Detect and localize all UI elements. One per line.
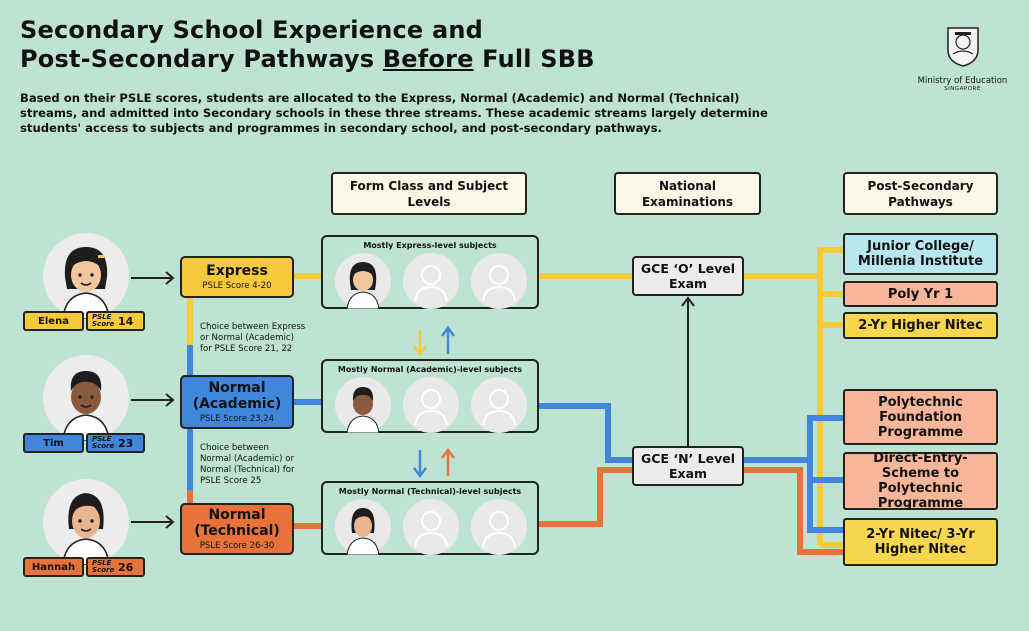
student-name-tag: Elena bbox=[23, 311, 84, 331]
stream-name: Express bbox=[206, 263, 268, 279]
class-box-caption: Mostly Express-level subjects bbox=[363, 241, 497, 250]
score-value: 26 bbox=[118, 560, 134, 574]
score-label: PSLE Score bbox=[92, 435, 115, 450]
class-box-caption: Mostly Normal (Technical)-level subjects bbox=[338, 487, 522, 496]
girl-icon bbox=[62, 247, 110, 320]
stream-name: Normal (Technical) bbox=[194, 507, 280, 539]
exam-o-level: GCE ‘O’ Level Exam bbox=[632, 256, 744, 296]
title-underlined-word: Before bbox=[382, 45, 474, 73]
student-seat bbox=[335, 377, 391, 434]
pathway-nitec: 2-Yr Nitec/ 3-Yr Higher Nitec bbox=[843, 518, 998, 566]
class-box-normal-technical: Mostly Normal (Technical)-level subjects bbox=[321, 481, 539, 556]
class-box-caption: Mostly Normal (Academic)-level subjects bbox=[337, 365, 523, 374]
moe-name: Ministry of Education bbox=[917, 76, 1008, 86]
student-seat bbox=[335, 253, 391, 310]
student-avatar-hannah bbox=[43, 479, 129, 566]
stream-score-range: PSLE Score 4-20 bbox=[202, 281, 272, 291]
student-avatar-elena bbox=[43, 233, 129, 320]
moe-logo: Ministry of Education SINGAPORE bbox=[915, 24, 1010, 93]
score-label: PSLE Score bbox=[92, 313, 115, 328]
student-name-tag: Hannah bbox=[23, 557, 84, 577]
score-value: 23 bbox=[118, 436, 134, 450]
header-form-class: Form Class and Subject Levels bbox=[331, 172, 527, 215]
student-name-tag: Tim bbox=[23, 433, 84, 453]
title-line-2-end: Full SBB bbox=[473, 45, 595, 73]
girl-icon bbox=[346, 262, 380, 310]
header-national-exams: National Examinations bbox=[614, 172, 761, 215]
empty-seat-icon bbox=[403, 253, 459, 309]
empty-seat-icon bbox=[471, 499, 527, 555]
student-avatar-tim bbox=[43, 355, 129, 442]
student-score-tag: PSLE Score 14 bbox=[86, 311, 145, 331]
empty-seat-icon bbox=[403, 499, 459, 555]
student-score-tag: PSLE Score 26 bbox=[86, 557, 145, 577]
crest-icon bbox=[946, 27, 979, 67]
class-box-normal-academic: Mostly Normal (Academic)-level subjects bbox=[321, 359, 539, 434]
normal-academic-lines bbox=[187, 345, 843, 533]
stream-normal-technical: Normal (Technical) PSLE Score 26-30 bbox=[180, 503, 294, 555]
score-label: PSLE Score bbox=[92, 559, 115, 574]
empty-seat-icon bbox=[471, 253, 527, 309]
student-score-tag: PSLE Score 23 bbox=[86, 433, 145, 453]
title-line-1: Secondary School Experience and bbox=[20, 16, 484, 44]
pathway-polytechnic-foundation: Polytechnic Foundation Programme bbox=[843, 389, 998, 445]
transfer-arrows bbox=[413, 325, 455, 479]
score-value: 14 bbox=[118, 314, 134, 328]
normal-technical-lines bbox=[187, 467, 843, 555]
page-title: Secondary School Experience and Post-Sec… bbox=[20, 16, 595, 74]
header-post-secondary: Post-Secondary Pathways bbox=[843, 172, 998, 215]
girl-icon bbox=[346, 508, 380, 556]
choice-note-express-na: Choice between Express or Normal (Academ… bbox=[200, 322, 306, 354]
stream-score-range: PSLE Score 26-30 bbox=[199, 541, 275, 551]
student-arrows bbox=[131, 271, 175, 529]
moe-sub: SINGAPORE bbox=[944, 86, 981, 92]
boy-icon bbox=[62, 371, 110, 442]
express-lines bbox=[187, 247, 843, 548]
pathway-direct-entry-scheme: Direct-Entry-Scheme to Polytechnic Progr… bbox=[843, 451, 998, 511]
pathway-junior-college: Junior College/ Millenia Institute bbox=[843, 233, 998, 275]
pathway-poly-yr1: Poly Yr 1 bbox=[843, 281, 998, 307]
stream-normal-academic: Normal (Academic) PSLE Score 23,24 bbox=[180, 375, 294, 429]
boy-icon bbox=[346, 387, 380, 434]
intro-text: Based on their PSLE scores, students are… bbox=[20, 91, 768, 135]
girl-icon bbox=[62, 493, 110, 566]
exam-n-level: GCE ‘N’ Level Exam bbox=[632, 446, 744, 486]
class-box-express: Mostly Express-level subjects bbox=[321, 235, 539, 310]
empty-seat-icon bbox=[471, 377, 527, 433]
student-seat bbox=[335, 499, 391, 556]
n-to-o-arrow bbox=[681, 296, 695, 448]
stream-name: Normal (Academic) bbox=[192, 380, 282, 412]
stream-express: Express PSLE Score 4-20 bbox=[180, 256, 294, 298]
stream-score-range: PSLE Score 23,24 bbox=[199, 414, 275, 424]
title-line-2: Post-Secondary Pathways Before Full SBB bbox=[20, 45, 595, 74]
pathway-higher-nitec: 2-Yr Higher Nitec bbox=[843, 312, 998, 339]
empty-seat-icon bbox=[403, 377, 459, 433]
choice-note-na-nt: Choice between Normal (Academic) or Norm… bbox=[200, 443, 295, 486]
title-line-2-start: Post-Secondary Pathways bbox=[20, 45, 383, 73]
